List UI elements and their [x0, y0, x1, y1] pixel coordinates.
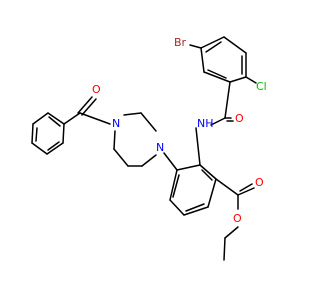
- bromine-atom-label: Br: [174, 36, 187, 49]
- benzoyl-oxygen-label: O: [92, 83, 101, 96]
- chlorine-atom-label: Cl: [256, 80, 267, 93]
- ester-carbonyl-oxygen-label: O: [255, 176, 264, 189]
- ethyl-ester: [215, 178, 255, 261]
- chlorobromophenyl-ring: [189, 36, 257, 84]
- benzoyl-phenyl-ring: [31, 112, 65, 155]
- amide-linkage: [195, 81, 234, 166]
- chemical-structure: Br Cl NH O O N N O O: [31, 36, 267, 261]
- piperazine-ring: [113, 112, 157, 167]
- piperazine-aryl-bond: [163, 152, 178, 171]
- benzoyl-carbonyl: [63, 96, 111, 125]
- central-benzene-ring: [169, 164, 217, 216]
- amide-oxygen-label: O: [235, 112, 244, 125]
- piperazine-nitrogen-1-label: N: [112, 117, 120, 130]
- amide-nitrogen-label: NH: [197, 117, 214, 130]
- ester-ether-oxygen-label: O: [233, 212, 242, 225]
- piperazine-nitrogen-4-label: N: [156, 141, 164, 154]
